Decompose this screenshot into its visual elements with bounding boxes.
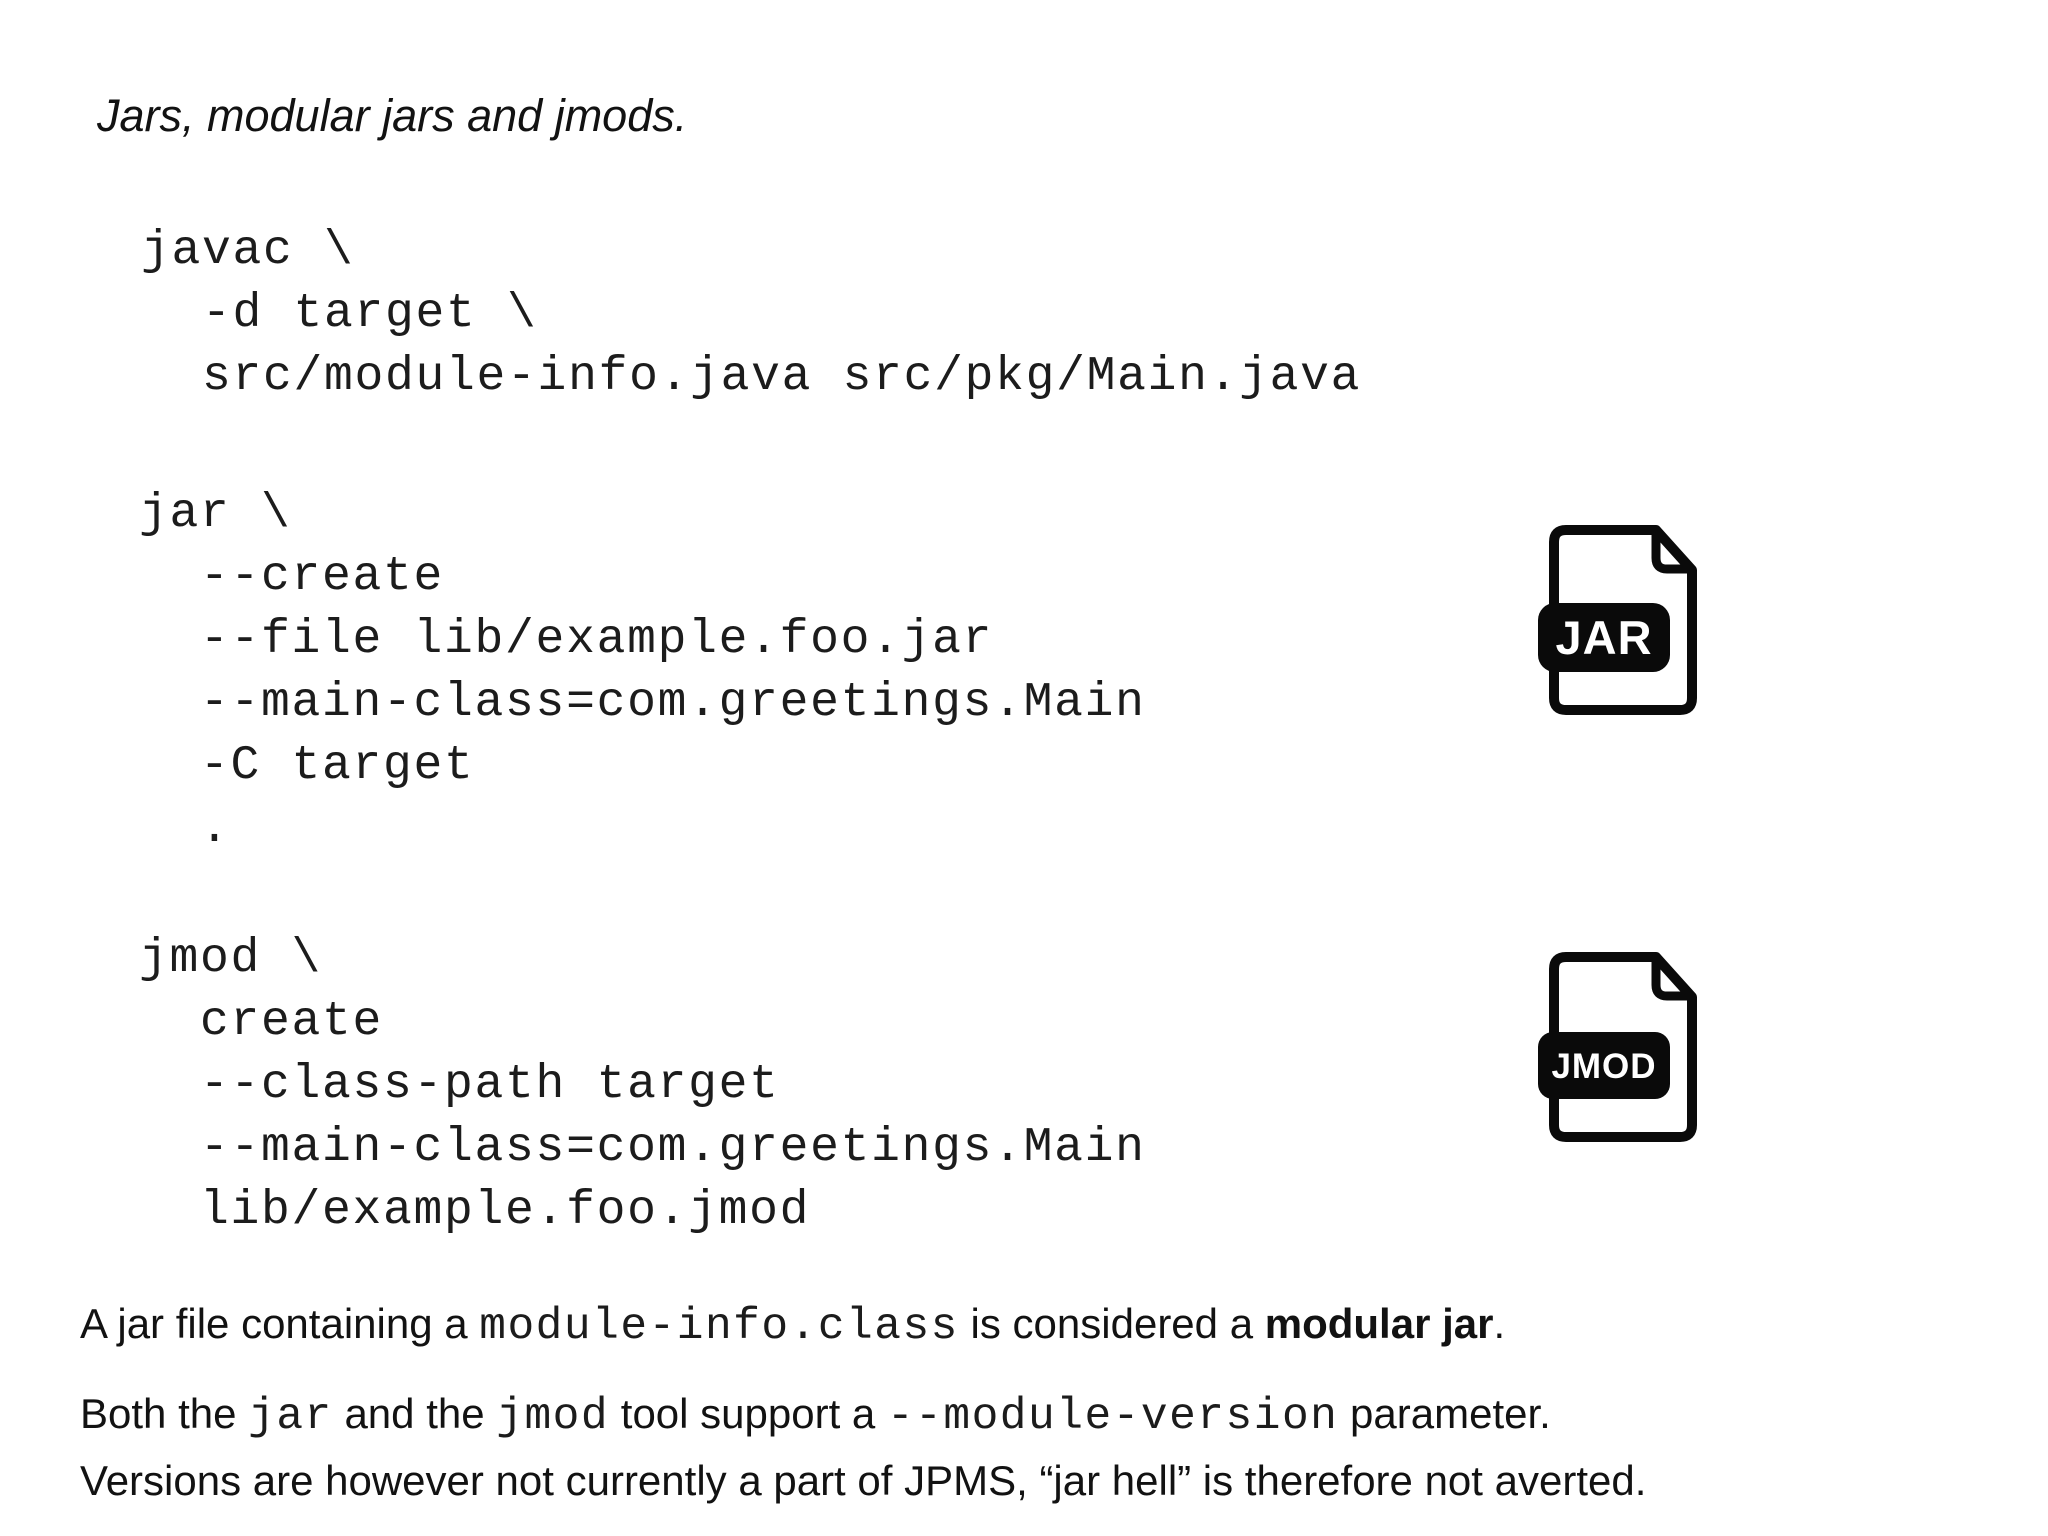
bold-modular-jar: modular jar [1264, 1300, 1494, 1347]
file-fold [1651, 532, 1689, 574]
jmod-file-icon-svg: JMOD [1538, 952, 1697, 1142]
note-line-1: Both the jar and the jmod tool support a… [80, 1382, 1646, 1449]
note-text-segment: and the [332, 1390, 497, 1437]
code-block-javac: javac \ -d target \ src/module-info.java… [141, 224, 1362, 404]
note-text-segment: is considered a [958, 1300, 1265, 1347]
inline-code-jar: jar [248, 1392, 333, 1442]
jmod-badge-label: JMOD [1551, 1047, 1656, 1086]
note-module-version: Both the jar and the jmod tool support a… [80, 1382, 1646, 1512]
jar-file-icon: JAR [1528, 522, 1698, 718]
file-fold [1651, 959, 1689, 1001]
jar-file-icon-svg: JAR [1538, 525, 1697, 715]
inline-code-module-info-class: module-info.class [479, 1302, 959, 1352]
inline-code-module-version: --module-version [886, 1392, 1339, 1442]
note-text-segment: . [1493, 1300, 1506, 1347]
inline-code-jmod: jmod [496, 1392, 610, 1442]
note-modular-jar: A jar file containing a module-info.clas… [80, 1292, 1505, 1359]
code-block-jar: jar \ --create --file lib/example.foo.ja… [139, 487, 1146, 856]
code-block-jmod: jmod \ create --class-path target --main… [139, 932, 1146, 1238]
note-line-2: Versions are however not currently a par… [80, 1457, 1647, 1504]
note-text-segment: Both the [80, 1390, 249, 1437]
note-text-segment: tool support a [609, 1390, 887, 1437]
jmod-badge [1538, 1032, 1670, 1099]
jar-badge [1538, 603, 1670, 672]
jmod-file-icon: JMOD [1528, 949, 1698, 1145]
note-text-segment: parameter. [1338, 1390, 1551, 1437]
jar-badge-label: JAR [1555, 611, 1652, 664]
page-title: Jars, modular jars and jmods. [97, 90, 688, 141]
note-text-segment: A jar file containing a [80, 1300, 480, 1347]
